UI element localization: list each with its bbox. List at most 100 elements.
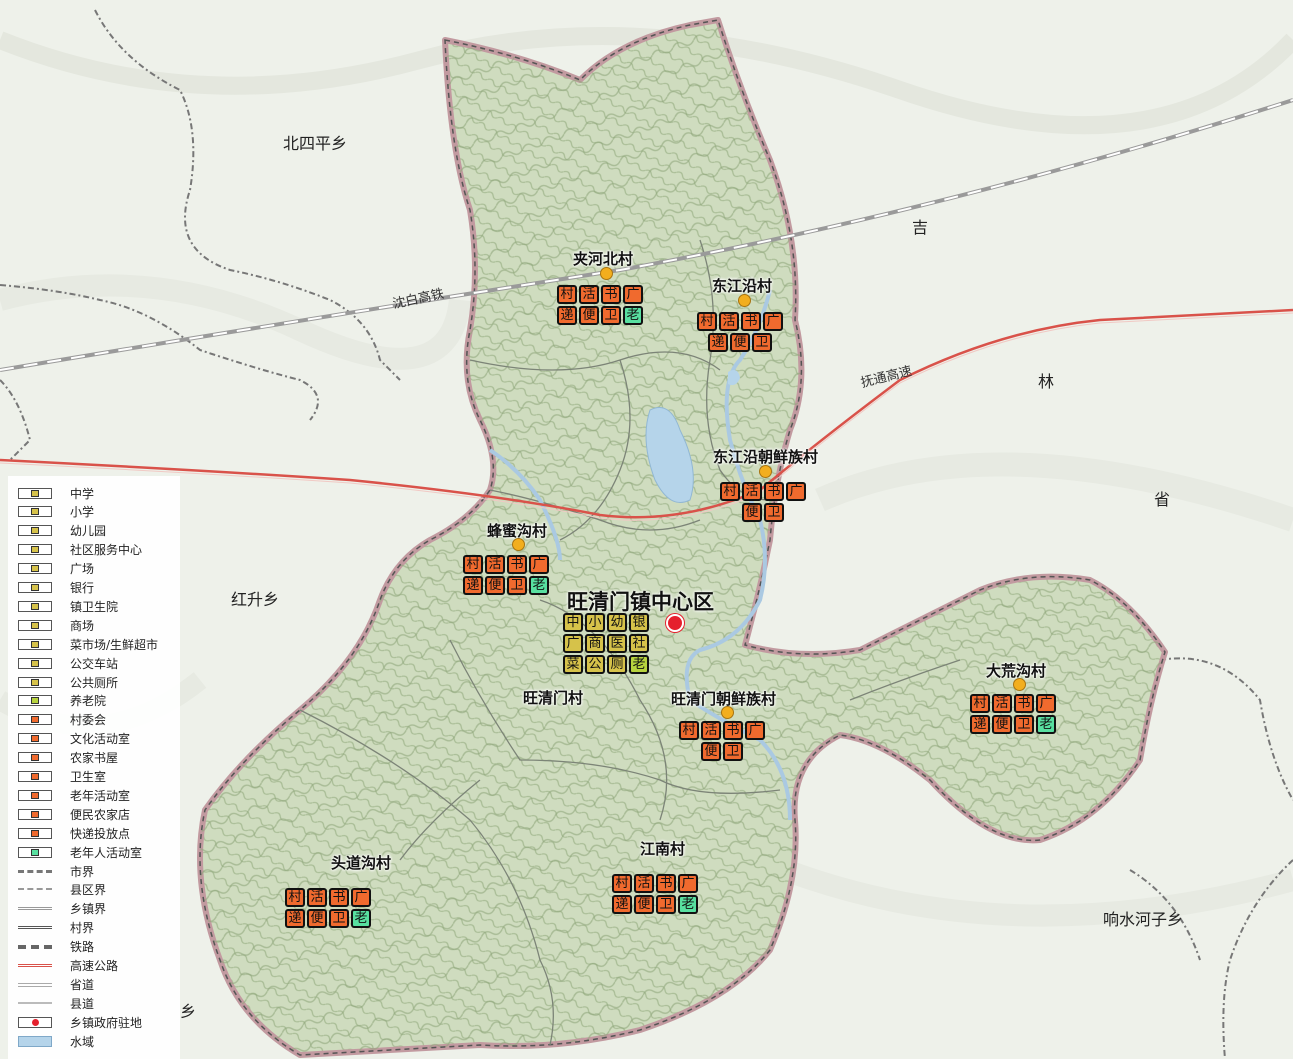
facility-express-point[interactable]: 递 xyxy=(463,576,483,595)
facility-square[interactable]: 广 xyxy=(678,874,698,893)
village-name-toudaogou[interactable]: 头道沟村 xyxy=(331,854,392,872)
facility-clinic[interactable]: 卫 xyxy=(601,306,621,325)
facility-convenience-store[interactable]: 便 xyxy=(742,503,762,522)
facility-bank[interactable]: 银 xyxy=(629,613,649,632)
facility-culture-room[interactable]: 活 xyxy=(742,482,762,501)
facility-primary-school[interactable]: 小 xyxy=(585,613,605,632)
facility-hospital[interactable]: 医 xyxy=(607,634,627,653)
village-name-jiangnan[interactable]: 江南村 xyxy=(640,840,686,858)
facility-elderly-room[interactable]: 老 xyxy=(351,909,371,928)
facility-village-committee[interactable]: 村 xyxy=(285,888,305,907)
facility-clinic[interactable]: 卫 xyxy=(507,576,527,595)
legend-symbol xyxy=(18,979,52,990)
facility-culture-room[interactable]: 活 xyxy=(701,721,721,740)
facility-convenience-store[interactable]: 便 xyxy=(730,333,750,352)
village-location-marker[interactable] xyxy=(600,267,613,280)
facility-clinic[interactable]: 卫 xyxy=(752,333,772,352)
facility-clinic[interactable]: 卫 xyxy=(329,909,349,928)
village-location-marker[interactable] xyxy=(1013,678,1026,691)
facility-book-house[interactable]: 书 xyxy=(656,874,676,893)
facility-square[interactable]: 广 xyxy=(786,482,806,501)
village-location-marker[interactable] xyxy=(721,706,734,719)
facility-village-committee[interactable]: 村 xyxy=(679,721,699,740)
legend-symbol xyxy=(18,998,52,1009)
town-government-marker[interactable] xyxy=(666,614,684,632)
village-name-wangqingmen-chaoxian[interactable]: 旺清门朝鲜族村 xyxy=(671,690,777,708)
village-name-dongjiangyan[interactable]: 东江沿村 xyxy=(712,277,773,295)
facility-convenience-store[interactable]: 便 xyxy=(992,715,1012,734)
facility-square[interactable]: 广 xyxy=(745,721,765,740)
village-boundaries xyxy=(299,239,961,1046)
facility-elderly-room[interactable]: 老 xyxy=(1036,715,1056,734)
legend-label: 铁路 xyxy=(70,940,95,955)
legend-label: 卫生室 xyxy=(70,770,107,784)
facility-village-committee[interactable]: 村 xyxy=(557,285,577,304)
facility-town-square[interactable]: 广 xyxy=(563,634,583,653)
facility-square[interactable]: 广 xyxy=(351,888,371,907)
facility-convenience-store[interactable]: 便 xyxy=(701,742,721,761)
legend-label: 社区服务中心 xyxy=(70,543,143,558)
facility-community-center[interactable]: 社 xyxy=(629,634,649,653)
facility-square[interactable]: 广 xyxy=(763,312,783,331)
town-center-name[interactable]: 旺清门镇中心区 xyxy=(567,590,714,614)
facility-square[interactable]: 广 xyxy=(623,285,643,304)
facility-elderly-room[interactable]: 老 xyxy=(678,895,698,914)
facility-book-house[interactable]: 书 xyxy=(329,888,349,907)
village-name-dongjiangyan-chaoxian[interactable]: 东江沿朝鲜族村 xyxy=(713,448,819,466)
facility-middle-school[interactable]: 中 xyxy=(563,613,583,632)
facility-elderly-room[interactable]: 老 xyxy=(623,306,643,325)
facility-convenience-store[interactable]: 便 xyxy=(579,306,599,325)
facility-culture-room[interactable]: 活 xyxy=(485,555,505,574)
facility-clinic[interactable]: 卫 xyxy=(723,742,743,761)
facility-kindergarten[interactable]: 幼 xyxy=(607,613,627,632)
facility-village-committee[interactable]: 村 xyxy=(697,312,717,331)
facility-convenience-store[interactable]: 便 xyxy=(485,576,505,595)
facility-express-point[interactable]: 递 xyxy=(612,895,632,914)
facility-convenience-store[interactable]: 便 xyxy=(634,895,654,914)
facility-culture-room[interactable]: 活 xyxy=(307,888,327,907)
facility-express-point[interactable]: 递 xyxy=(285,909,305,928)
facility-village-committee[interactable]: 村 xyxy=(970,694,990,713)
facility-square[interactable]: 广 xyxy=(1036,694,1056,713)
facility-express-point[interactable]: 递 xyxy=(970,715,990,734)
legend-symbol xyxy=(18,884,52,895)
facility-clinic[interactable]: 卫 xyxy=(1014,715,1034,734)
facility-book-house[interactable]: 书 xyxy=(723,721,743,740)
facility-book-house[interactable]: 书 xyxy=(601,285,621,304)
facility-elderly-room[interactable]: 老 xyxy=(529,576,549,595)
facility-market[interactable]: 菜 xyxy=(563,655,583,674)
facility-village-committee[interactable]: 村 xyxy=(720,482,740,501)
facility-book-house[interactable]: 书 xyxy=(507,555,527,574)
facility-culture-room[interactable]: 活 xyxy=(719,312,739,331)
facility-culture-room[interactable]: 活 xyxy=(579,285,599,304)
facility-book-house[interactable]: 书 xyxy=(1014,694,1034,713)
village-location-marker[interactable] xyxy=(512,538,525,551)
facility-express-point[interactable]: 递 xyxy=(557,306,577,325)
legend-symbol xyxy=(18,903,52,914)
facility-nursing-home[interactable]: 老 xyxy=(629,655,649,674)
facility-convenience-store[interactable]: 便 xyxy=(307,909,327,928)
facility-mall[interactable]: 商 xyxy=(585,634,605,653)
facility-culture-room[interactable]: 活 xyxy=(992,694,1012,713)
village-location-marker[interactable] xyxy=(738,294,751,307)
facility-clinic[interactable]: 卫 xyxy=(656,895,676,914)
facility-book-house[interactable]: 书 xyxy=(741,312,761,331)
village-name-fengmigou[interactable]: 蜂蜜沟村 xyxy=(487,522,548,540)
legend-symbol xyxy=(18,752,52,764)
facility-bus-station[interactable]: 公 xyxy=(585,655,605,674)
legend-item: 社区服务中心 xyxy=(18,541,142,559)
facility-village-committee[interactable]: 村 xyxy=(463,555,483,574)
village-name-dahuanggou[interactable]: 大荒沟村 xyxy=(986,662,1047,680)
facility-public-toilet[interactable]: 厕 xyxy=(607,655,627,674)
facility-square[interactable]: 广 xyxy=(529,555,549,574)
village-name-wangqingmen[interactable]: 旺清门村 xyxy=(523,689,584,707)
facility-express-point[interactable]: 递 xyxy=(708,333,728,352)
facility-clinic[interactable]: 卫 xyxy=(764,503,784,522)
facility-village-committee[interactable]: 村 xyxy=(612,874,632,893)
facility-grid-dongjiangyan-chaoxian: 村 活 书 广 便 卫 xyxy=(720,482,806,522)
facility-book-house[interactable]: 书 xyxy=(764,482,784,501)
village-name-jiahebei[interactable]: 夹河北村 xyxy=(573,250,634,268)
facility-culture-room[interactable]: 活 xyxy=(634,874,654,893)
village-location-marker[interactable] xyxy=(759,465,772,478)
